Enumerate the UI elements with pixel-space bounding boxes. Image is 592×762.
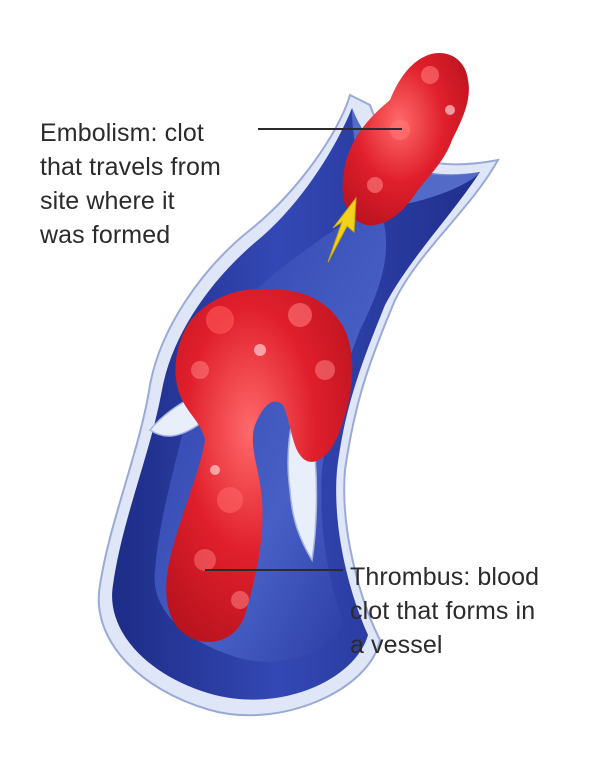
embolism-label-line-2: that travels from [40,150,221,184]
thrombus-label: Thrombus: blood clot that forms in a ves… [350,560,539,662]
thrombus-label-line-1: Thrombus: blood [350,560,539,594]
embolism-label-line-3: site where it [40,184,221,218]
embolism-label: Embolism: clot that travels from site wh… [40,116,221,252]
thrombus-label-line-3: a vessel [350,628,539,662]
embolism-label-line-4: was formed [40,218,221,252]
embolism-label-line-1: Embolism: clot [40,116,221,150]
thrombus-label-line-2: clot that forms in [350,594,539,628]
